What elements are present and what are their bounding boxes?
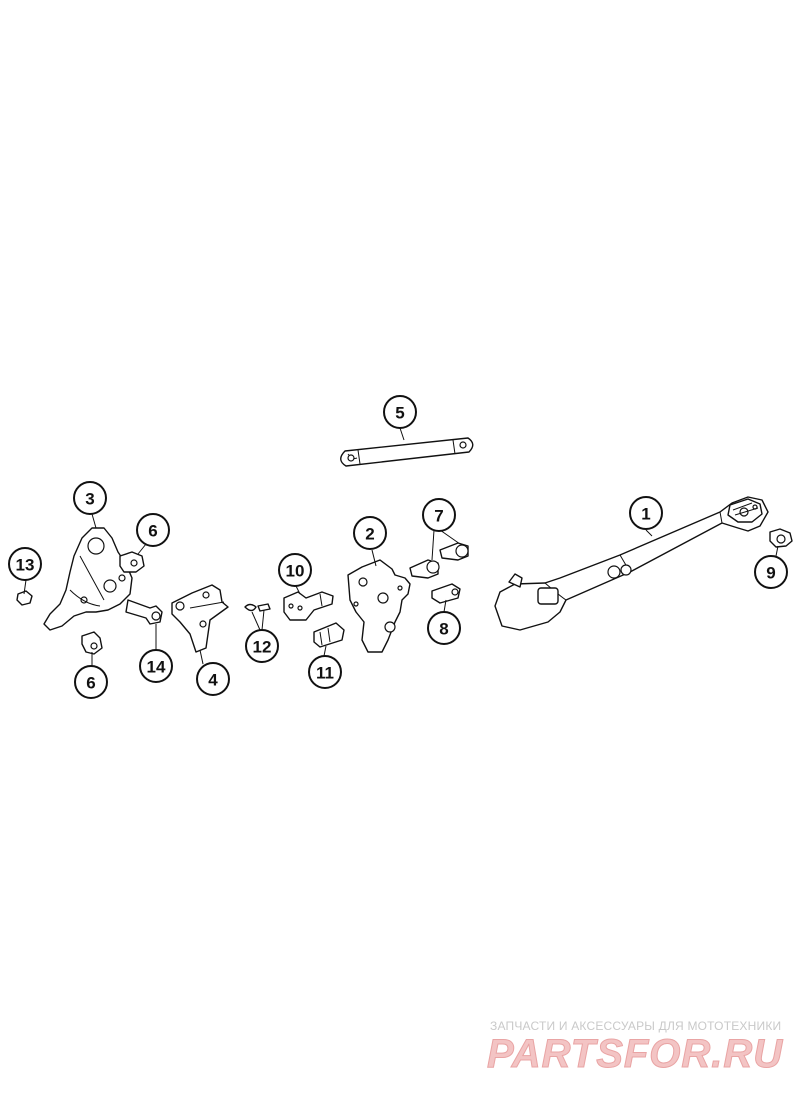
callout-4: 4 [196, 662, 230, 696]
callout-14: 14 [139, 649, 173, 683]
part-side-stand [494, 496, 769, 631]
callout-1: 1 [629, 496, 663, 530]
part-footrest-bracket [43, 527, 133, 631]
callout-5: 5 [383, 395, 417, 429]
part-sleeve [313, 622, 345, 648]
part-switch [283, 591, 334, 621]
callout-6-upper: 6 [136, 513, 170, 547]
part-bolt-upper [119, 551, 145, 573]
svg-text:6: 6 [148, 522, 157, 541]
svg-text:9: 9 [766, 564, 775, 583]
watermark-tagline: ЗАПЧАСТИ И АКСЕССУАРЫ ДЛЯ МОТОТЕХНИКИ [490, 1019, 782, 1033]
svg-text:10: 10 [286, 562, 305, 581]
callout-7: 7 [422, 498, 456, 532]
part-small-nut [16, 590, 33, 606]
part-pin [431, 583, 461, 604]
part-rubber-stop [769, 528, 793, 548]
callout-12: 12 [245, 629, 279, 663]
svg-text:1: 1 [641, 505, 650, 524]
svg-text:6: 6 [86, 674, 95, 693]
svg-text:2: 2 [365, 525, 374, 544]
part-screws [244, 603, 271, 612]
svg-text:8: 8 [439, 620, 448, 639]
part-long-bolt [125, 599, 163, 625]
callout-3: 3 [73, 481, 107, 515]
svg-text:11: 11 [316, 664, 334, 683]
svg-text:3: 3 [85, 490, 94, 509]
part-bolt-lower [81, 631, 103, 655]
callout-9: 9 [754, 555, 788, 589]
callout-8: 8 [427, 611, 461, 645]
svg-text:5: 5 [395, 404, 404, 423]
part-plate [347, 559, 411, 653]
callout-2: 2 [353, 516, 387, 550]
part-bracket [171, 584, 229, 653]
svg-text:7: 7 [434, 507, 443, 526]
leader-lines [23, 427, 779, 666]
part-bolts [409, 542, 469, 579]
svg-text:4: 4 [208, 671, 218, 690]
callout-6-lower: 6 [74, 665, 108, 699]
watermark-logo: PARTSFOR.RU [487, 1032, 784, 1077]
svg-text:14: 14 [147, 658, 166, 677]
callout-11: 11 [308, 655, 342, 689]
part-spring [340, 437, 474, 467]
svg-text:12: 12 [253, 638, 272, 657]
svg-text:13: 13 [16, 556, 35, 575]
callout-10: 10 [278, 553, 312, 587]
callout-13: 13 [8, 547, 42, 581]
